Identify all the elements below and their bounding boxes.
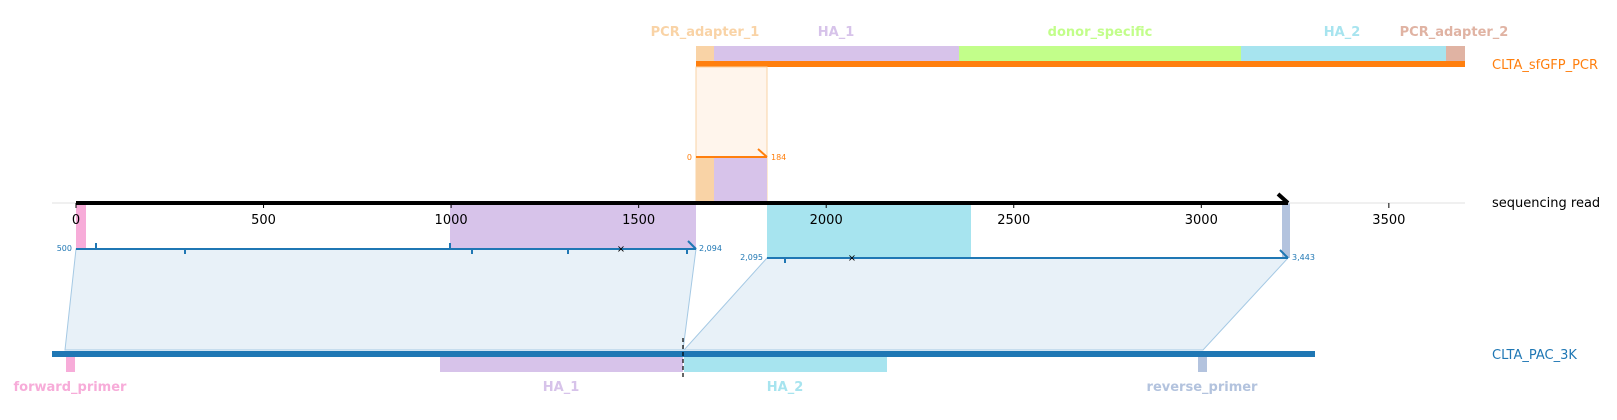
ha-2-top-label: HA_2 xyxy=(1324,25,1361,40)
forward-primer-label: forward_primer xyxy=(14,380,128,395)
axis-tick-label: 500 xyxy=(251,213,276,228)
forward-primer-region xyxy=(66,357,75,372)
axis-tick-label: 0 xyxy=(72,213,80,228)
read-track-label: sequencing read xyxy=(1492,196,1600,211)
ha-1-bottom-region xyxy=(440,357,683,372)
ha-1-top-label: HA_1 xyxy=(818,25,855,40)
pcr-end-label: 184 xyxy=(771,153,786,162)
plasmid2-end-label: 3,443 xyxy=(1292,253,1315,262)
pcr-adapter-1-label: PCR_adapter_1 xyxy=(651,25,760,40)
mismatch-mark-2: × xyxy=(848,253,856,264)
pcr-alignment-arrow xyxy=(757,148,768,158)
ha-1-top-region xyxy=(714,46,959,61)
pcr-adapter-2-region xyxy=(1446,46,1465,61)
plasmid1-end-label: 2,094 xyxy=(699,244,722,253)
alignment-band-1 xyxy=(64,248,697,351)
read-arrow-head xyxy=(1276,192,1290,205)
axis-tick-label: 3500 xyxy=(1372,213,1405,228)
pcr-adapter-2-label: PCR_adapter_2 xyxy=(1400,25,1509,40)
plasmid-alignment-1-arrow xyxy=(687,240,697,250)
read-axis: 0 500 1000 1500 2000 2500 3000 3500 xyxy=(72,203,1405,228)
reverse-primer-read-region xyxy=(1282,203,1290,258)
donor-specific-region xyxy=(959,46,1241,61)
ha-2-read-region xyxy=(767,203,971,258)
pcr-adapter-1-overlap xyxy=(696,157,714,202)
forward-primer-read-region xyxy=(76,203,86,251)
ha-1-bottom-label: HA_1 xyxy=(543,380,580,395)
axis-tick-label: 2000 xyxy=(810,213,843,228)
ha-1-top-overlap xyxy=(714,157,767,202)
axis-tick-label: 2500 xyxy=(997,213,1030,228)
axis-tick-label: 1500 xyxy=(622,213,655,228)
pcr-track-label: CLTA_sfGFP_PCR xyxy=(1492,58,1598,73)
ha-2-bottom-label: HA_2 xyxy=(767,380,804,395)
pcr-adapter-1-region xyxy=(696,46,714,61)
plasmid-track-label: CLTA_PAC_3K xyxy=(1492,348,1577,363)
donor-specific-label: donor_specific xyxy=(1048,25,1153,40)
ha-1-read-region xyxy=(450,203,696,251)
mismatch-mark-1: × xyxy=(617,244,625,255)
reverse-primer-region xyxy=(1198,357,1207,372)
alignment-band-2 xyxy=(682,257,1290,351)
pcr-track-bar xyxy=(696,61,1465,67)
plasmid-alignment-2-arrow xyxy=(1279,249,1289,259)
ha-2-bottom-region xyxy=(684,357,887,372)
ha-2-top-region xyxy=(1241,46,1446,61)
reverse-primer-label: reverse_primer xyxy=(1147,380,1259,395)
plasmid2-start-label: 2,095 xyxy=(740,253,763,262)
plasmid1-start-label: 500 xyxy=(57,244,72,253)
axis-tick-label: 3000 xyxy=(1185,213,1218,228)
axis-tick-label: 1000 xyxy=(435,213,468,228)
pcr-start-label: 0 xyxy=(687,153,692,162)
